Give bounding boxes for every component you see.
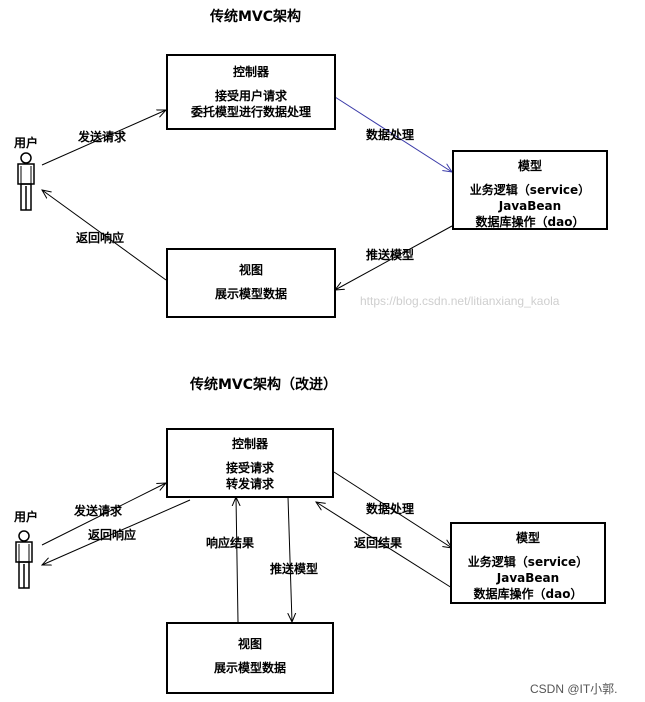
edge-label-push-model: 推送模型 [270, 562, 319, 576]
model-title: 模型 [517, 159, 542, 173]
view-box: 视图 展示模型数据 [166, 248, 336, 318]
user-label: 用户 [14, 510, 39, 524]
diagram1-title: 传统MVC架构 [210, 9, 302, 25]
edge-data-processing-1 [334, 96, 452, 172]
model-line: 业务逻辑（service） [467, 555, 589, 569]
edge-data-processing-2 [333, 471, 452, 548]
model-box: 模型 业务逻辑（service） JavaBean 数据库操作（dao） [452, 150, 608, 230]
view-box: 视图 展示模型数据 [166, 622, 334, 694]
controller-box: 控制器 接受用户请求 委托模型进行数据处理 [166, 54, 336, 130]
user-icon [15, 530, 33, 589]
controller-line: 接受用户请求 [214, 89, 287, 103]
controller-title: 控制器 [231, 437, 268, 451]
view-title: 视图 [237, 637, 262, 651]
edge-push-model-2 [288, 496, 292, 622]
view-title: 视图 [238, 263, 263, 277]
controller-line: 转发请求 [225, 477, 274, 491]
edge-label-data-processing: 数据处理 [366, 502, 415, 516]
edge-return-result-2 [316, 502, 453, 589]
model-line: 业务逻辑（service） [469, 183, 591, 197]
edge-label-send-request: 发送请求 [78, 130, 127, 144]
edge-label-return-response: 返回响应 [88, 528, 137, 542]
edge-label-data-processing: 数据处理 [366, 128, 415, 142]
edge-label-response-result: 响应结果 [206, 536, 255, 550]
model-line: JavaBean [498, 199, 562, 213]
edge-label-return-result: 返回结果 [354, 536, 403, 550]
edge-return-response-2 [42, 499, 191, 565]
watermark-url: https://blog.csdn.net/litianxiang_kaola [360, 294, 560, 308]
edge-return-response-1 [42, 190, 167, 281]
user-icon [17, 152, 35, 211]
controller-line: 委托模型进行数据处理 [190, 105, 311, 119]
controller-title: 控制器 [232, 65, 269, 79]
edge-push-model-1 [335, 225, 453, 290]
model-line: 数据库操作（dao） [475, 215, 585, 229]
edge-label-return-response: 返回响应 [76, 231, 125, 245]
csdn-watermark: CSDN @IT小郭. [530, 682, 618, 696]
view-line: 展示模型数据 [214, 287, 287, 301]
edge-response-result-2 [236, 497, 238, 623]
edge-label-send-request: 发送请求 [74, 504, 123, 518]
model-line: JavaBean [496, 571, 560, 585]
model-line: 数据库操作（dao） [473, 587, 583, 601]
diagram2-title: 传统MVC架构（改进） [190, 377, 338, 393]
view-line: 展示模型数据 [213, 661, 286, 675]
controller-line: 接受请求 [225, 461, 274, 475]
controller-box: 控制器 接受请求 转发请求 [166, 428, 334, 498]
edge-send-request-1 [41, 110, 166, 166]
user-label: 用户 [14, 136, 39, 150]
edge-send-request-2 [41, 483, 166, 546]
model-title: 模型 [515, 531, 540, 545]
model-box: 模型 业务逻辑（service） JavaBean 数据库操作（dao） [450, 522, 606, 604]
edge-label-push-model: 推送模型 [366, 248, 415, 262]
